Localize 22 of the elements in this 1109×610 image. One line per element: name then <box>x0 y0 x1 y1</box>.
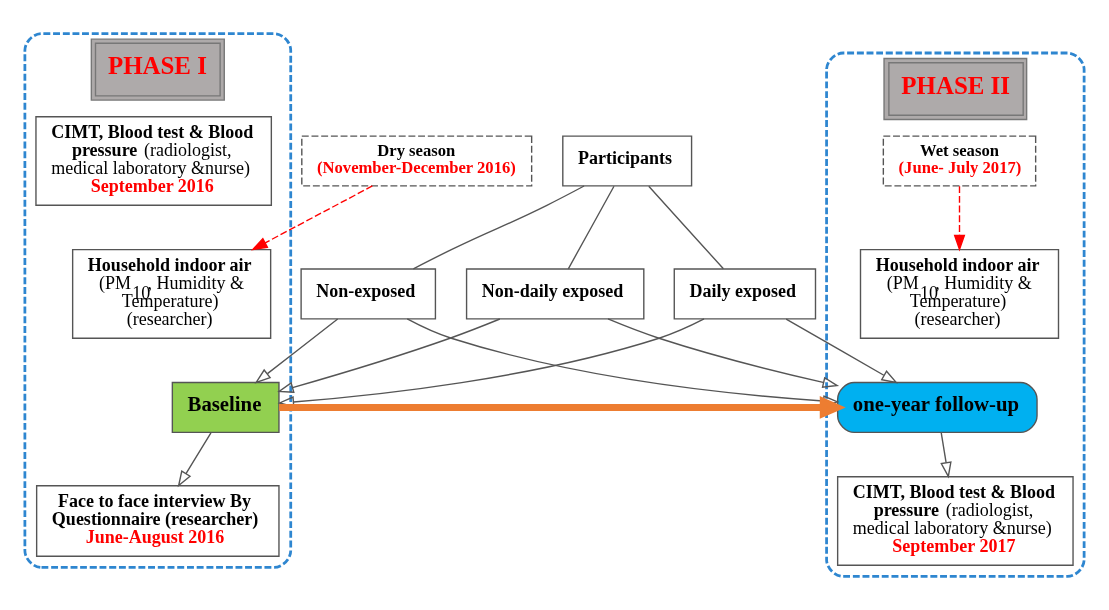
arrow <box>607 318 840 388</box>
node-box: Dry season (November-December 2016) <box>301 135 533 187</box>
node-box: Non-exposed <box>300 268 437 320</box>
arrow <box>277 318 501 394</box>
connector <box>412 185 585 270</box>
arrow <box>785 318 898 384</box>
node-box: one-year follow-up <box>836 381 1038 434</box>
connector <box>648 185 725 270</box>
arrow <box>953 185 966 252</box>
connector <box>567 185 615 270</box>
arrow <box>254 318 339 384</box>
node-box: Baseline <box>171 381 280 434</box>
arrow <box>177 432 212 488</box>
node-box: Face to face interview By Questionnaire (researcher) June-August 2016 <box>35 485 280 557</box>
node-box: CIMT, Blood test & Blood pressure (radiologist, medical laboratory &nurse) September 2016 <box>35 116 273 206</box>
node-box: Non-daily exposed <box>465 268 645 320</box>
node-box: Participants <box>562 135 693 187</box>
node-box: CIMT, Blood test & Blood pressure (radiologist, medical laboratory &nurse) September 2017 <box>836 476 1074 566</box>
arrow <box>251 185 374 251</box>
arrow <box>940 432 952 479</box>
node-box: Wet season (June- July 2017) <box>882 135 1037 187</box>
node-box: Daily exposed <box>673 268 817 320</box>
